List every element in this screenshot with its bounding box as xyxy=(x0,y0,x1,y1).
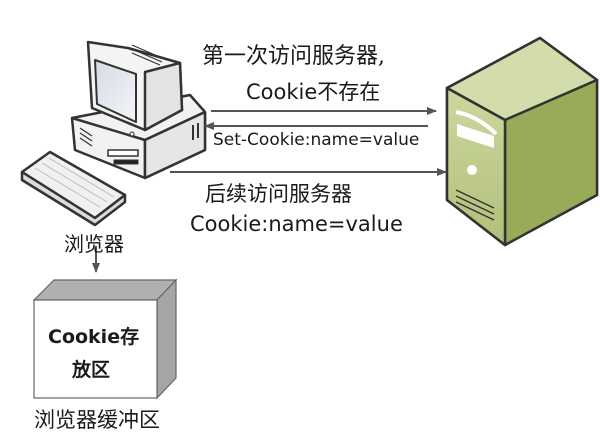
cookie-store-text-line2: 放区 xyxy=(72,359,111,381)
browser-cache-label: 浏览器缓冲区 xyxy=(34,408,160,432)
client-label: 浏览器 xyxy=(64,232,124,256)
request-first-label-cookie: Cookie不存在 xyxy=(246,80,381,104)
request-first-label: 第一次访问服务器, xyxy=(202,44,385,69)
cookie-store-text-line1: Cookie存 xyxy=(48,326,140,348)
request-subsequent-label: 后续访问服务器 xyxy=(205,182,352,206)
cookie-store-box xyxy=(32,278,178,400)
computer-icon xyxy=(20,40,207,227)
response-set-cookie-label: Set-Cookie:name=value xyxy=(213,130,420,150)
server-icon xyxy=(445,36,599,247)
request-subsequent-cookie-label: Cookie:name=value xyxy=(190,212,403,236)
